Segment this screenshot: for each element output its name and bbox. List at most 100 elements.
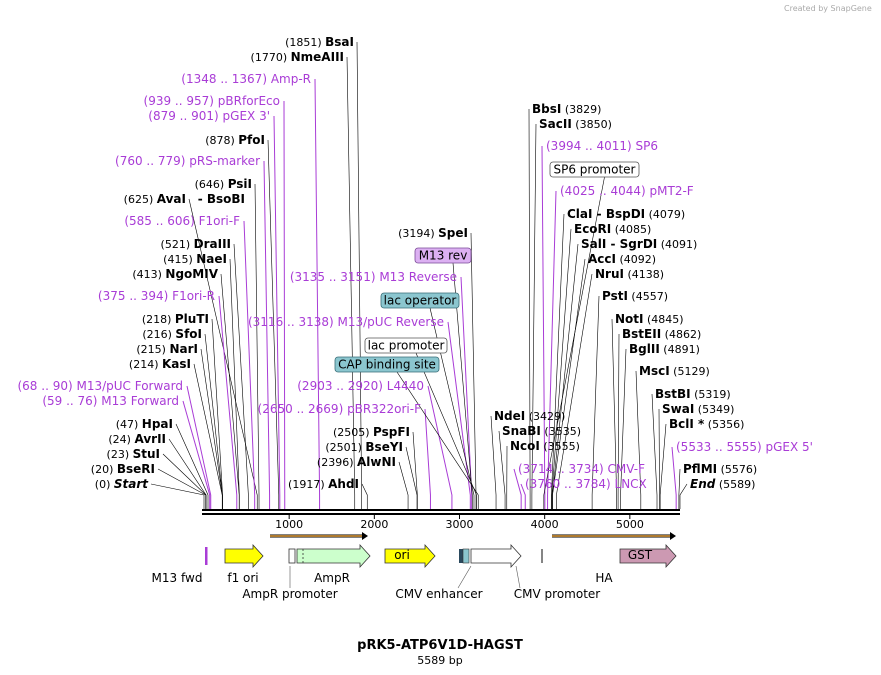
ampr-promoter-block [288, 548, 296, 564]
site-pos-ahdi: (1917) [288, 478, 328, 491]
connector-sacii [531, 123, 537, 509]
site-pos-naei: (415) [163, 253, 196, 266]
site-name-pfoi: PfoI [238, 133, 265, 147]
site-name-draiii: DraIII [194, 237, 231, 251]
site-pos-bseri: (20) [91, 463, 117, 476]
primer-range-l4440: (2903 .. 2920) [297, 379, 387, 393]
site-name-bglii: BglII [629, 342, 660, 356]
site-label-bcli: BclI * (5356) [669, 417, 744, 431]
primer-name-pgex-5: pGEX 5' [766, 440, 813, 454]
primer-line-lncx [520, 483, 526, 509]
site-name-ecori: EcoRI [574, 222, 611, 236]
site-label-sali: SalI - SgrDI (4091) [581, 237, 697, 251]
site-pos-stui: (23) [107, 448, 133, 461]
connector-ndei [490, 415, 497, 509]
site-pos-psii: (646) [195, 178, 228, 191]
feature-label-ampr: AmpR [314, 571, 350, 585]
site-pos-spei: (3194) [398, 227, 438, 240]
connector-bsteii [617, 333, 620, 509]
site-label-pflmi: PflMI (5576) [683, 462, 757, 476]
primer-name-lncx: LNCX [615, 477, 647, 491]
connector-end [679, 483, 688, 509]
site-name-bsai: BsaI [325, 35, 354, 49]
site-name-ahdi: AhdI [328, 477, 359, 491]
site-name-ndei: NdeI [494, 409, 525, 423]
site-label-snabi: SnaBI (3535) [502, 424, 581, 438]
connector-bsai [356, 41, 362, 509]
site-pos-ecori: (4085) [611, 223, 651, 236]
primer-line-pbr322ori-f [424, 408, 431, 509]
site-name-msci: MscI [639, 364, 670, 378]
feature-label-gst: GST [628, 548, 653, 562]
primer-line-m13-puc-forward [186, 385, 212, 509]
orf-arrowhead-1 [670, 532, 676, 540]
primer-label-m13-puc-reverse: (3116 .. 3138) M13/pUC Reverse [248, 315, 444, 329]
site-name-bcli: BclI * [669, 417, 705, 431]
box-line-sp6-promoter [543, 176, 605, 509]
site-pos-ndei: (3429) [525, 410, 565, 423]
feature-label-leader-1 [457, 565, 472, 589]
box-label-sp6-promoter: SP6 promoter [554, 163, 636, 177]
site-label-nrui: NruI (4138) [595, 267, 664, 281]
primer-range-m13-forward: (59 .. 76) [42, 394, 101, 408]
site-name-stui: StuI [133, 447, 160, 461]
site-label-alwni: (2396) AlwNI [317, 455, 396, 469]
site-name-nrui: NruI [595, 267, 624, 281]
site-label-bstbi: BstBI (5319) [655, 387, 731, 401]
site-pos-clai: (4079) [645, 208, 685, 221]
connector-snabi [498, 430, 506, 509]
site-label-swai: SwaI (5349) [662, 402, 734, 416]
site-name-nari: NarI [169, 342, 198, 356]
site-name-nmeaiii: NmeAIII [291, 50, 344, 64]
site-label-sfoi: (216) SfoI [142, 327, 202, 341]
primer-line-m13-puc-reverse [447, 321, 471, 509]
primer-range-cmv-f: (3714 .. 3734) [518, 462, 608, 476]
primer-line-m13-forward [182, 400, 211, 509]
primer-range-amp-r: (1348 .. 1367) [181, 72, 271, 86]
primer-range-lncx: (3760 .. 3784) [525, 477, 615, 491]
site-extra-avai: - BsoBI [198, 192, 245, 206]
primer-name-f1ori-f: F1ori-F [199, 214, 240, 228]
site-name-ncoi: NcoI [510, 439, 540, 453]
site-label-bseri: (20) BseRI [91, 462, 155, 476]
primer-range-f1ori-f: (585 .. 606) [124, 214, 198, 228]
site-pos-nrui: (4138) [624, 268, 664, 281]
f1-ori-arrow [224, 543, 264, 569]
primer-label-amp-r: (1348 .. 1367) Amp-R [181, 72, 311, 86]
site-label-ahdi: (1917) AhdI [288, 477, 359, 491]
site-pos-sali: (4091) [657, 238, 697, 251]
site-pos-alwni: (2396) [317, 456, 357, 469]
primer-name-pbr322ori-f: pBR322ori-F [347, 402, 421, 416]
connector-ahdi [361, 483, 368, 509]
primer-range-f1ori-r: (375 .. 394) [98, 289, 172, 303]
primer-line-f1ori-f [243, 220, 256, 509]
feature-label-cmv-enhancer: CMV enhancer [395, 587, 482, 601]
site-pos-acci: (4092) [616, 253, 656, 266]
primer-line-pmt2-f [547, 190, 557, 509]
primer-line-l4440 [427, 385, 453, 509]
primer-range-sp6: (3994 .. 4011) [546, 139, 636, 153]
site-label-avrii: (24) AvrII [108, 432, 166, 446]
ruler-label-5000: 5000 [616, 518, 644, 531]
primer-name-pmt2-f: pMT2-F [650, 184, 694, 198]
site-label-draiii: (521) DraIII [161, 237, 231, 251]
connector-ecori [551, 228, 572, 509]
site-label-bsteii: BstEII (4862) [622, 327, 701, 341]
site-name-start: Start [114, 477, 149, 491]
primer-label-pgex-3: (879 .. 901) pGEX 3' [148, 109, 270, 123]
box-line-cap-binding-site [396, 371, 479, 509]
box-sp6-promoter [549, 161, 640, 178]
primer-line-sp6 [541, 145, 546, 509]
box-lac-promoter [364, 337, 448, 354]
primer-label-sp6: (3994 .. 4011) SP6 [546, 139, 658, 153]
site-name-noti: NotI [615, 312, 644, 326]
primer-name-m13-puc-reverse: M13/pUC Reverse [338, 315, 445, 329]
feature-label-leader-2 [515, 565, 521, 589]
site-name-sali: SalI [581, 237, 606, 251]
primer-name-cmv-f: CMV-F [608, 462, 646, 476]
site-name-acci: AccI [588, 252, 616, 266]
site-pos-bseyi: (2501) [325, 441, 365, 454]
site-pos-noti: (4845) [644, 313, 684, 326]
primer-label-prs-marker: (760 .. 779) pRS-marker [115, 154, 260, 168]
feature-label-f1-ori: f1 ori [227, 571, 258, 585]
